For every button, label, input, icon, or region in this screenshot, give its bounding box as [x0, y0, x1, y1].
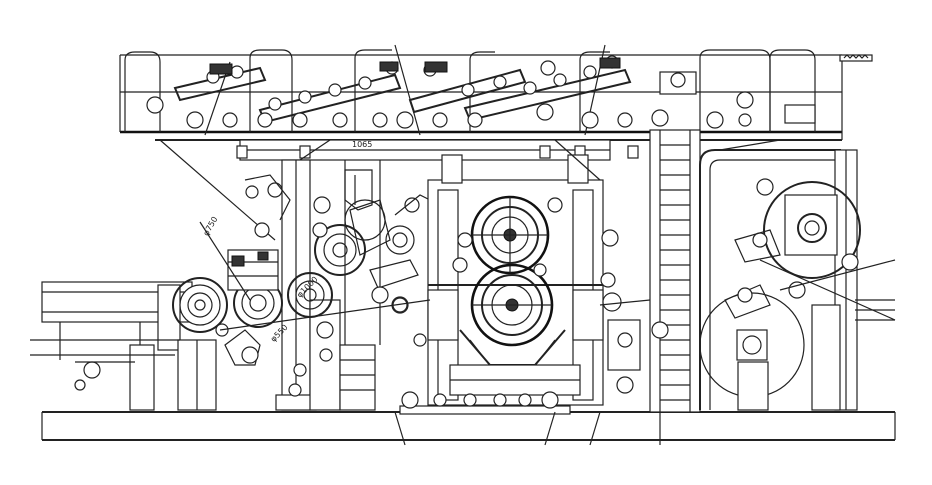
- floor-base: [41, 405, 896, 446]
- ladder-shaft: [607, 129, 701, 413]
- sub-frame: 1065: [236, 139, 639, 161]
- top-cassettes: [146, 44, 816, 136]
- right-section: [699, 149, 896, 411]
- left-column: [275, 159, 381, 411]
- left-bed: [41, 281, 217, 411]
- central-stack: [392, 154, 634, 409]
- dimension-1065: 1065: [352, 140, 372, 149]
- dimension-d750: φ750: [201, 215, 219, 237]
- web-lines: [30, 139, 781, 356]
